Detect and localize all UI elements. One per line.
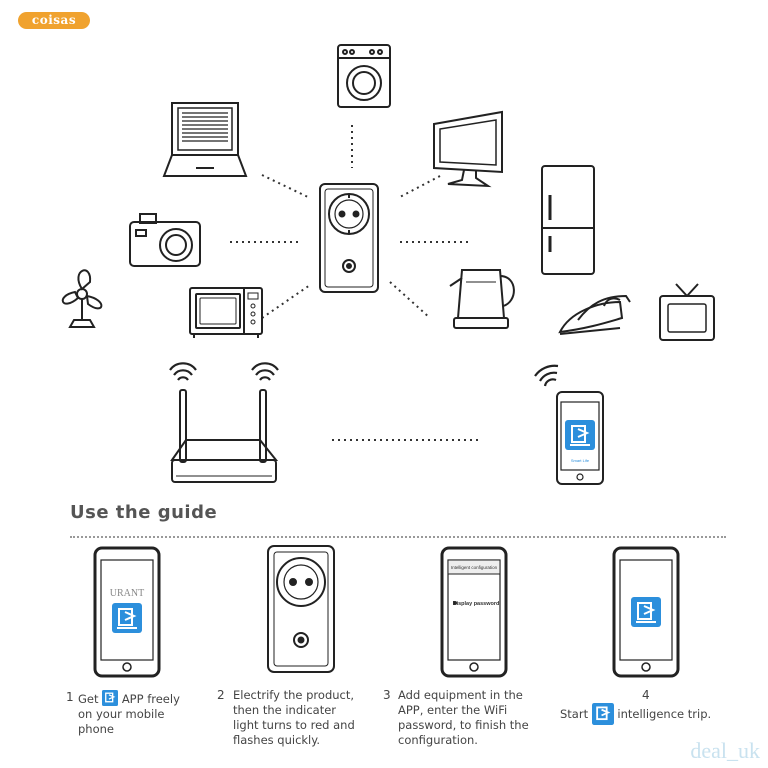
washing-machine-icon xyxy=(337,44,391,108)
step1-text: Get APP freely on your mobile phone xyxy=(78,690,208,737)
iron-icon xyxy=(558,294,631,335)
step3-phone-header: Intelligent configuration xyxy=(451,565,498,570)
camera-icon xyxy=(129,213,201,267)
guide-title: Use the guide xyxy=(70,502,218,523)
microwave-icon xyxy=(189,287,263,338)
step4-phone-icon xyxy=(612,546,680,678)
step3-text: Add equipment in the APP, enter the WiFi… xyxy=(398,688,548,748)
laptop-icon xyxy=(162,102,248,177)
step2-line2: then the indicater xyxy=(233,703,337,717)
step3-line4: configuration. xyxy=(398,733,478,747)
step2-text: Electrify the product, then the indicate… xyxy=(233,688,383,748)
device-network-diagram: Smart Life xyxy=(61,44,715,485)
fan-icon xyxy=(61,269,103,328)
step1-phone-brand: URANT xyxy=(110,588,144,599)
smart-plug-icon xyxy=(319,183,379,293)
step4-inline-app-icon xyxy=(591,703,614,725)
step1-line3: phone xyxy=(78,722,114,736)
watermark: deal_uk xyxy=(690,738,760,763)
guide-steps-illustrations: URANT Intelligent configuration Display … xyxy=(93,545,680,678)
television-icon xyxy=(659,283,715,341)
wifi-signal-icon xyxy=(169,362,279,381)
wifi-router-icon xyxy=(170,389,279,483)
monitor-icon xyxy=(433,110,503,188)
smartphone-icon: Smart Life xyxy=(556,391,604,485)
app-icon-label: Smart Life xyxy=(571,458,590,463)
step4-number: 4 xyxy=(642,688,650,702)
step1-line1: APP freely xyxy=(121,692,180,706)
step1-phone-icon: URANT xyxy=(93,546,161,678)
step1-pre: Get xyxy=(78,692,99,706)
step1-line2: on your mobile xyxy=(78,707,165,721)
step1-inline-app-icon xyxy=(102,690,119,706)
step2-number: 2 xyxy=(217,688,225,702)
step2-smart-plug-icon xyxy=(267,545,335,673)
step4-pre: Start xyxy=(560,707,589,721)
step4-line2: intelligence trip. xyxy=(617,707,712,721)
step2-line3: light turns to red and xyxy=(233,718,355,732)
step3-phone-body: Display password xyxy=(453,601,500,607)
step1-number: 1 xyxy=(66,690,74,704)
step3-number: 3 xyxy=(383,688,391,702)
step2-line4: flashes quickly. xyxy=(233,733,321,747)
app-icon xyxy=(564,419,596,451)
step2-line1: Electrify the product, xyxy=(233,688,355,702)
step3-line1: Add equipment in the xyxy=(398,688,523,702)
step4-text: Start intelligence trip. xyxy=(560,703,750,725)
step3-line2: APP, enter the WiFi xyxy=(398,703,508,717)
kettle-icon xyxy=(449,269,515,329)
step4-app-icon xyxy=(630,596,662,628)
connection-lines xyxy=(230,125,480,441)
phone-wifi-signal-icon xyxy=(534,364,559,387)
guide-divider xyxy=(70,536,726,538)
brand-logo: coisas xyxy=(18,12,90,29)
step3-line3: password, to finish the xyxy=(398,718,529,732)
step3-phone-icon: Intelligent configuration Display passwo… xyxy=(440,546,508,678)
step1-app-icon xyxy=(111,602,143,634)
refrigerator-icon xyxy=(541,165,595,275)
